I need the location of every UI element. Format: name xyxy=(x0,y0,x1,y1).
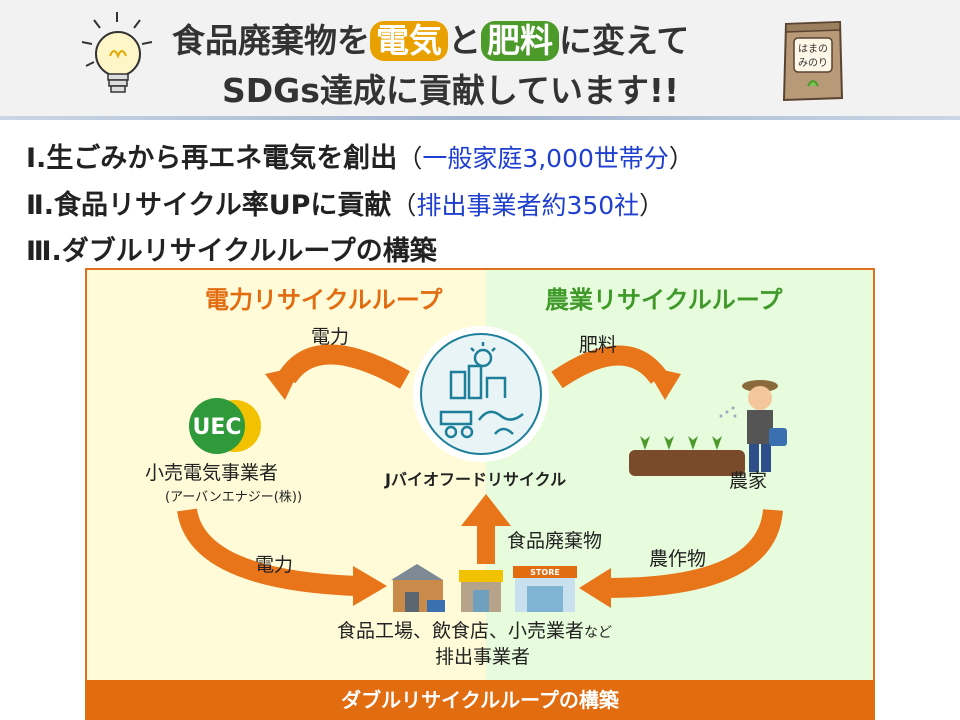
header-title-pre: 食品廃棄物を xyxy=(172,21,370,60)
label-power-top: 電力 xyxy=(311,326,350,348)
point-2-sub: 排出事業者約350社 xyxy=(416,191,640,220)
header-title-post: に変えて xyxy=(559,21,690,60)
header-title-mid: と xyxy=(448,21,481,60)
label-crops: 農作物 xyxy=(649,548,707,570)
jbio-logo-icon xyxy=(413,326,549,462)
header-title-line1: 食品廃棄物を電気と肥料に変えて xyxy=(172,14,689,62)
arrowhead-emitters-left xyxy=(353,566,387,606)
label-power-bottom: 電力 xyxy=(255,554,294,576)
farmer-label: 農家 xyxy=(729,470,768,492)
loop-arrows xyxy=(177,344,783,608)
store-sign xyxy=(513,566,577,578)
point-3-text: ダブルリサイクルループの構築 xyxy=(61,236,437,267)
highlight-electricity: 電気 xyxy=(370,21,448,61)
double-recycle-loop-diagram: 電力リサイクルループ 農業リサイクルループ 電力 肥料 電力 農作物 食品廃棄物 xyxy=(85,268,875,682)
factory-roof xyxy=(391,564,443,580)
label-food-waste: 食品廃棄物 xyxy=(507,530,603,552)
emitters-label: 食品工場、飲食店、小売業者など xyxy=(337,616,612,643)
arrowhead-farmer xyxy=(645,366,681,400)
emitters-label-suffix: など xyxy=(584,625,613,641)
point-2-num: Ⅱ. xyxy=(26,190,55,221)
power-loop-title: 電力リサイクルループ xyxy=(205,286,443,314)
emitter-buildings-icon: STORE xyxy=(391,564,577,612)
point-1-sub: 一般家庭3,000世帯分 xyxy=(422,144,669,173)
header-title-line2: SDGs達成に貢献しています!! xyxy=(222,71,679,110)
lightbulb-icon xyxy=(81,12,153,93)
bag-label-2: みのり xyxy=(798,57,828,69)
restaurant-awning xyxy=(459,570,503,582)
point-3: Ⅲ.ダブルリサイクルループの構築 xyxy=(26,229,437,268)
uec-logo-text: UEC xyxy=(192,415,241,440)
bag-label-1: はまの xyxy=(798,43,828,55)
footer-banner: ダブルリサイクルループの構築 xyxy=(85,680,875,720)
arrow-power-to-retailer xyxy=(278,344,410,389)
label-fertilizer: 肥料 xyxy=(579,334,618,356)
arrowhead-retailer xyxy=(265,366,301,400)
farmer-icon xyxy=(629,380,787,476)
retailer-label: 小売電気事業者 xyxy=(145,462,279,484)
arrow-power-to-emitters xyxy=(177,507,358,596)
point-1: Ⅰ.生ごみから再エネ電気を創出（一般家庭3,000世帯分） xyxy=(26,143,694,174)
jbio-label: Jバイオフードリサイクル xyxy=(385,470,567,489)
point-2: Ⅱ.食品リサイクル率UPに貢献（排出事業者約350社） xyxy=(26,190,665,221)
arrow-up-shaft xyxy=(477,520,495,564)
point-1-num: Ⅰ. xyxy=(26,143,47,174)
agri-loop-title: 農業リサイクルループ xyxy=(545,286,783,314)
arrow-crops-to-emitters xyxy=(606,508,783,598)
retailer-sub-label: (アーバンエナジー(株)) xyxy=(165,490,303,505)
point-2-text: 食品リサイクル率UPに貢献 xyxy=(54,190,392,221)
point-1-text: 生ごみから再エネ電気を創出 xyxy=(46,143,398,174)
uec-logo-icon: UEC xyxy=(189,398,261,454)
point-3-num: Ⅲ. xyxy=(26,236,62,267)
emitters-label-2: 排出事業者 xyxy=(435,646,531,668)
arrowhead-emitters-right xyxy=(579,568,611,608)
arrow-up-head xyxy=(461,494,511,526)
header-divider xyxy=(0,116,960,120)
fertilizer-bag-icon: はまの みのり xyxy=(782,20,844,102)
highlight-fertilizer: 肥料 xyxy=(481,21,559,61)
emitters-label-main: 食品工場、飲食店、小売業者 xyxy=(337,620,585,642)
store-sign-text: STORE xyxy=(530,568,560,577)
